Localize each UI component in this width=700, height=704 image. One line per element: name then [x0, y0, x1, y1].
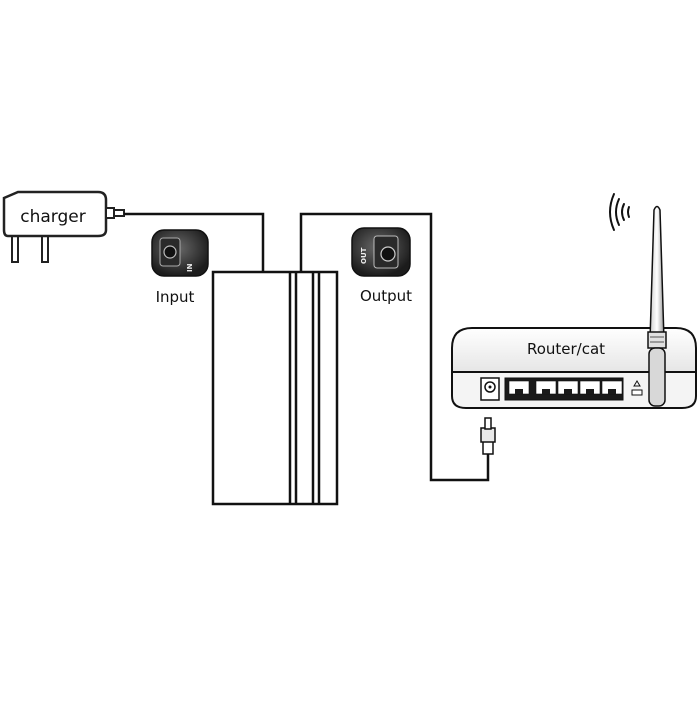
converter-body — [211, 270, 339, 506]
dc-plug — [480, 417, 496, 455]
wifi-signal-icon — [609, 193, 630, 231]
output-label: Output — [360, 287, 412, 305]
charger-plug-tip — [113, 209, 125, 217]
charger: charger — [2, 190, 125, 263]
input-cable — [124, 212, 265, 272]
router-label: Router/cat — [527, 340, 605, 358]
router-antenna — [647, 205, 667, 407]
converter-box — [211, 270, 339, 506]
output-cable — [299, 212, 490, 482]
output-port-icon: OUT — [351, 227, 411, 277]
charger-plug — [105, 207, 115, 219]
output-port-text: OUT — [360, 247, 368, 264]
input-label: Input — [156, 288, 195, 306]
charger-body — [2, 190, 108, 238]
charger-label: charger — [20, 207, 85, 227]
router: Router/cat — [451, 205, 697, 409]
charger-prong-right — [41, 233, 49, 263]
charger-prong-left — [11, 233, 19, 263]
router-reset-button — [631, 389, 643, 396]
input-port-text: IN — [186, 263, 194, 272]
router-top — [451, 327, 697, 373]
input-port-icon: IN — [151, 229, 209, 277]
